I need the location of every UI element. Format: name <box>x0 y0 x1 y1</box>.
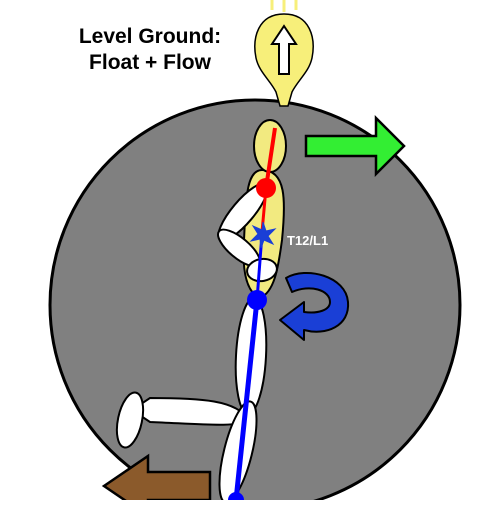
title-box: Level Ground: Float + Flow <box>78 25 222 74</box>
brown-left-arrow-icon <box>101 453 212 500</box>
lightbulb-up-arrow-icon <box>254 0 314 107</box>
title-line-2: Float + Flow <box>89 51 211 74</box>
lower-axis-leg-line <box>233 299 260 501</box>
neck-joint-dot <box>256 178 276 198</box>
title-line-1: Level Ground: <box>78 25 222 48</box>
blue-curved-rotation-arrow-icon <box>279 271 350 341</box>
spine-star-icon <box>249 221 277 249</box>
green-right-arrow-icon <box>304 114 406 178</box>
hip-joint-dot <box>247 290 267 310</box>
spine-label: T12/L1 <box>287 233 328 248</box>
back-leg <box>115 391 250 449</box>
upper-axis-line <box>264 127 277 189</box>
